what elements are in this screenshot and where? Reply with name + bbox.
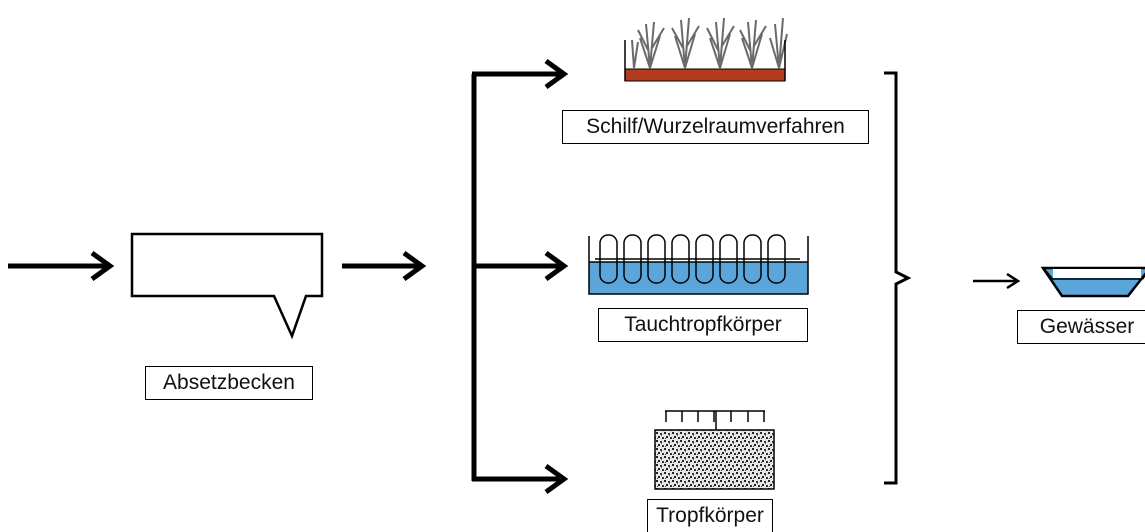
reed-plants — [631, 17, 788, 69]
water-body-icon — [1040, 266, 1145, 298]
reed-bed-icon — [624, 17, 788, 82]
label-tropfkoerper: Tropfkörper — [647, 499, 773, 532]
sprinkler-arms — [665, 410, 765, 430]
rotating-biological-contactor-icon — [588, 234, 809, 295]
branch-connector — [471, 58, 569, 495]
settling-tank-icon — [130, 232, 324, 340]
outflow-arrow-receiving-water — [973, 272, 1021, 290]
label-schilf-wurzelraumverfahren: Schilf/Wurzelraumverfahren — [562, 110, 869, 144]
label-gewaesser: Gewässer — [1017, 310, 1145, 344]
merge-bracket — [884, 71, 912, 485]
label-absetzbecken: Absetzbecken — [145, 366, 313, 400]
outflow-arrow-tank — [342, 250, 427, 282]
inflow-arrow — [8, 250, 115, 282]
trickling-filter-icon — [654, 410, 775, 490]
label-tauchtropfkoerper: Tauchtropfkörper — [598, 308, 808, 342]
